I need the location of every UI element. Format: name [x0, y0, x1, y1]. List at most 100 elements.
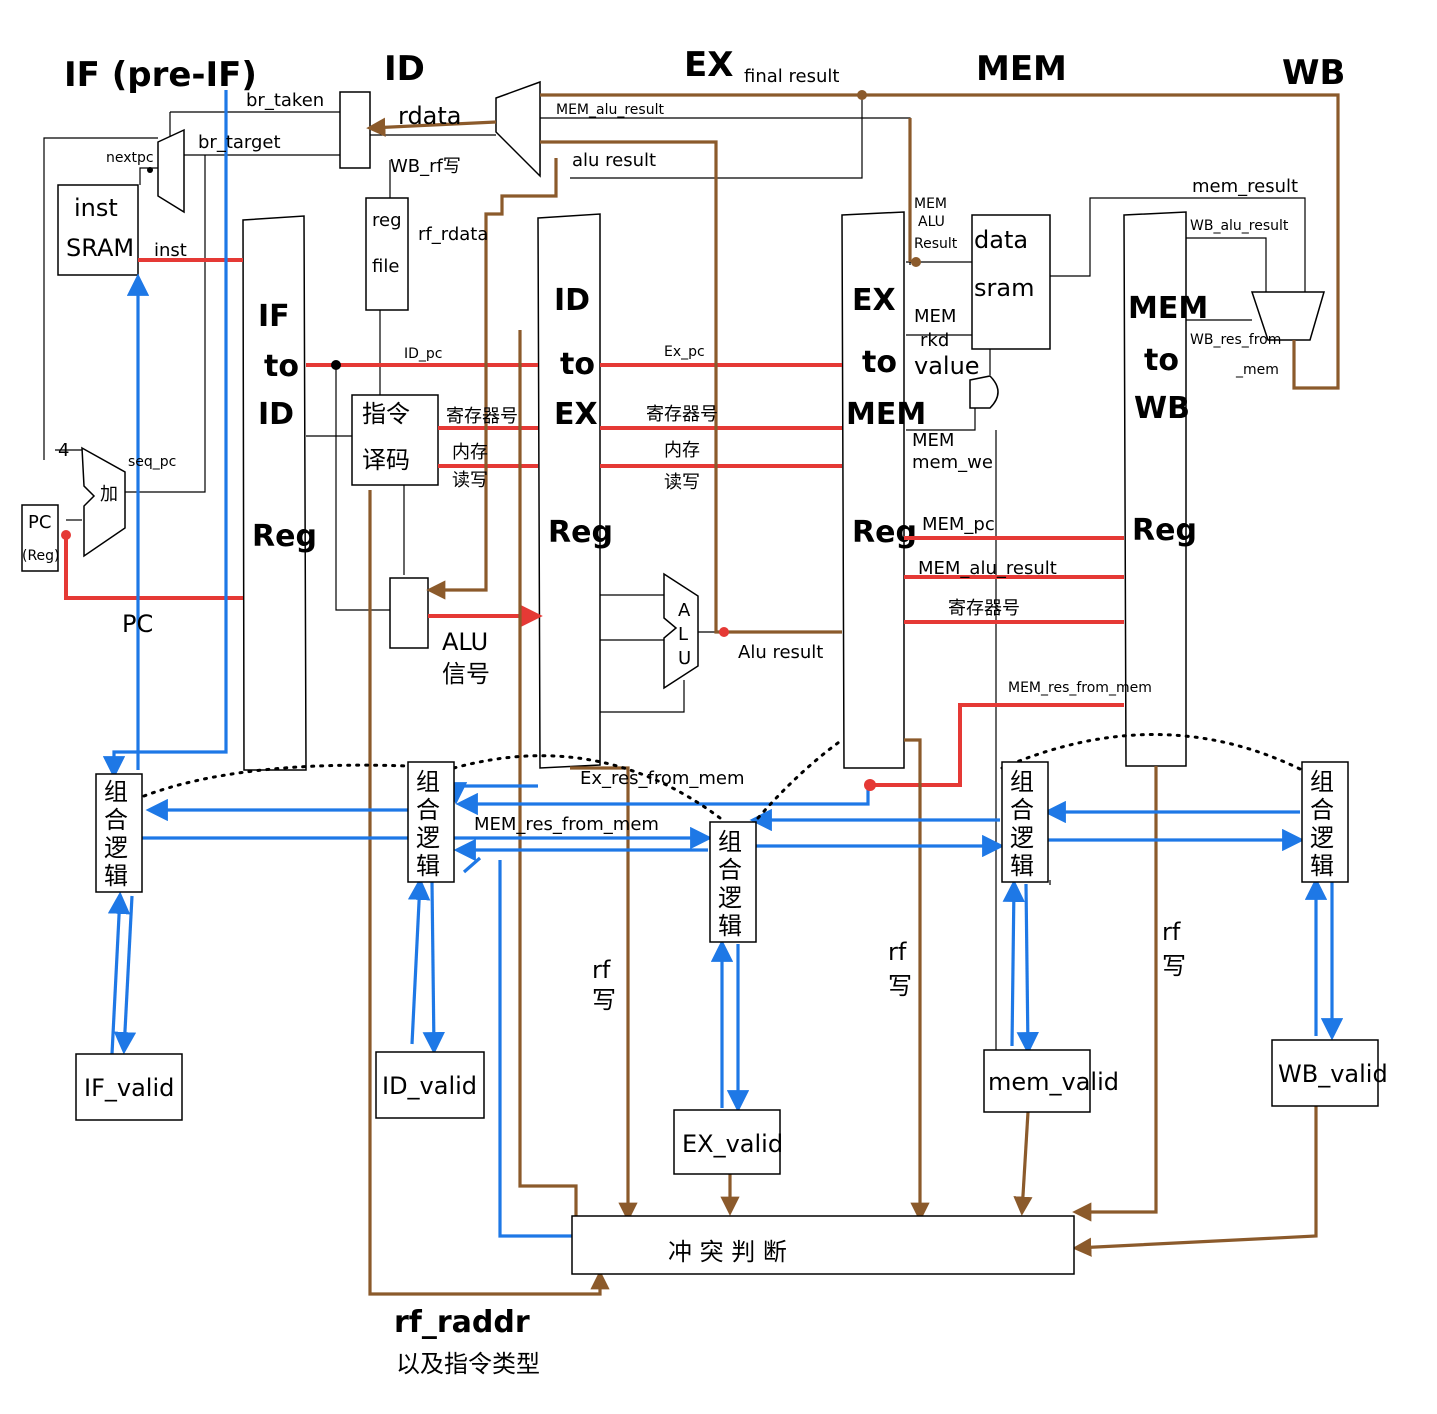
label-wb-alu-result: WB_alu_result [1190, 218, 1289, 234]
stage-title-id: ID [384, 49, 425, 89]
label-alu-signal-1: ALU [442, 628, 488, 656]
inst-sram-label-2: SRAM [66, 234, 134, 262]
label-ex-pc: Ex_pc [664, 344, 705, 360]
comb-logic-if: 组 合 逻 辑 [96, 774, 142, 892]
alu-control-box [390, 578, 428, 648]
if-id-label-2: ID [258, 397, 294, 432]
ex-mem-label-1: to [862, 345, 897, 380]
comb-id-2: 逻 [416, 824, 440, 852]
label-mem-rw-2b: 读写 [664, 472, 700, 493]
instruction-decoder: 指令 译码 [352, 395, 438, 485]
label-rf-rdata: rf_rdata [418, 224, 488, 245]
ex-valid-label: EX_valid [682, 1130, 783, 1158]
comb-mem-0: 组 [1010, 768, 1034, 796]
hazard-label: 冲 突 判 断 [668, 1238, 787, 1266]
label-mem-res-from-mem-low: MEM_res_from_mem [474, 814, 659, 835]
label-nextpc: nextpc [106, 150, 154, 166]
next-pc-mux [158, 130, 184, 212]
alu-label-2: L [678, 624, 688, 645]
wb-valid-box: WB_valid [1272, 1040, 1388, 1106]
label-br-target: br_target [198, 132, 281, 153]
if-valid-label: IF_valid [84, 1074, 174, 1102]
wb-valid-label: WB_valid [1278, 1060, 1388, 1088]
label-mem-pc: MEM_pc [922, 514, 995, 535]
if-valid-box: IF_valid [76, 1054, 182, 1120]
mem-wb-label-1: to [1144, 343, 1179, 378]
comb-wb-3: 辑 [1310, 852, 1334, 880]
data-sram-label-1: data [974, 226, 1028, 254]
id-valid-box: ID_valid [376, 1052, 484, 1118]
label-wb-res-from-mem-2: _mem [1235, 362, 1279, 378]
comb-mem-1: 合 [1010, 796, 1034, 824]
and-gate [970, 376, 998, 408]
alu: A L U [664, 574, 698, 688]
stage-title-if: IF (pre-IF) [64, 55, 257, 95]
label-mem-rw-1b: 读写 [452, 470, 488, 491]
comb-ex-3: 辑 [718, 912, 742, 940]
label-rf-w-3: rf [1162, 918, 1181, 946]
regfile-label-1: reg [372, 210, 402, 231]
id-mux [340, 92, 370, 168]
pc-reg: PC (Reg) [22, 505, 60, 571]
comb-id-0: 组 [416, 768, 440, 796]
id-valid-label: ID_valid [382, 1072, 477, 1100]
comb-wb-0: 组 [1310, 768, 1334, 796]
ex-mem-label-2: MEM [846, 397, 926, 432]
comb-mem-2: 逻 [1010, 824, 1034, 852]
label-alu-result-top: alu result [572, 150, 656, 171]
id-ex-label-1: to [560, 347, 595, 382]
if-id-label-0: IF [258, 299, 290, 334]
stage-title-mem: MEM [976, 49, 1067, 89]
label-wb-rf: WB_rf写 [390, 156, 461, 177]
ex-mem-label-0: EX [852, 283, 896, 318]
label-final-result: final result [744, 66, 839, 87]
label-id-pc: ID_pc [404, 346, 443, 362]
if-to-id-reg: IF to ID Reg [243, 216, 317, 770]
label-rf-w-1b: 写 [592, 986, 616, 1014]
adder-label: 加 [100, 484, 118, 505]
label-mem-rkd-1: MEM [914, 306, 956, 327]
comb-logic-wb: 组 合 逻 辑 [1302, 762, 1348, 882]
label-mem-res-from-mem: MEM_res_from_mem [1008, 680, 1152, 696]
label-seq-pc: seq_pc [128, 454, 176, 470]
comb-if-0: 组 [104, 778, 128, 806]
id-ex-label-2: EX [554, 397, 598, 432]
thin-wires [44, 90, 1305, 1050]
label-mem-alu-result: MEM_alu_result [918, 558, 1057, 579]
label-alu-signal-2: 信号 [442, 660, 490, 688]
label-inst: inst [154, 240, 187, 261]
decode-label-2: 译码 [362, 446, 410, 474]
label-wb-res-from-mem-1: WB_res_from [1190, 332, 1281, 348]
label-rf-w-1: rf [592, 956, 611, 984]
ex-mem-label-3: Reg [852, 515, 917, 550]
data-sram-label-2: sram [974, 274, 1034, 302]
comb-logic-ex: 组 合 逻 辑 [710, 822, 756, 942]
comb-wb-2: 逻 [1310, 824, 1334, 852]
ex-result-mux [496, 82, 540, 176]
mem-wb-label-3: Reg [1132, 513, 1197, 548]
label-instr-type: 以及指令类型 [396, 1350, 540, 1378]
comb-logic-mem: 组 合 逻 辑 [1002, 762, 1048, 882]
label-rdata: rdata [398, 102, 462, 130]
label-reg-dst-3: 寄存器号 [948, 598, 1020, 619]
label-rf-w-2: rf [888, 938, 907, 966]
ex-valid-box: EX_valid [674, 1110, 783, 1174]
comb-ex-0: 组 [718, 828, 742, 856]
label-rf-raddr: rf_raddr [394, 1305, 530, 1340]
if-id-label-3: Reg [252, 519, 317, 554]
comb-logic-id: 组 合 逻 辑 [408, 762, 454, 882]
label-mem-rkd-3: value [914, 352, 980, 380]
label-mem-rw-1: 内存 [452, 442, 488, 463]
pc-adder: 加 [82, 448, 125, 556]
inst-sram: inst SRAM [58, 185, 138, 275]
inst-sram-label-1: inst [74, 194, 118, 222]
label-rf-w-2b: 写 [888, 972, 912, 1000]
id-to-ex-reg: ID to EX Reg [538, 214, 613, 768]
label-mem-alu-result-in-1: MEM [914, 196, 947, 212]
label-ex-res-from-mem: Ex_res_from_mem [580, 768, 745, 789]
comb-id-3: 辑 [416, 852, 440, 880]
label-mem-we-2: mem_we [912, 452, 993, 473]
pc-reg-label-1: PC [28, 512, 51, 533]
register-file: reg file [366, 198, 408, 310]
